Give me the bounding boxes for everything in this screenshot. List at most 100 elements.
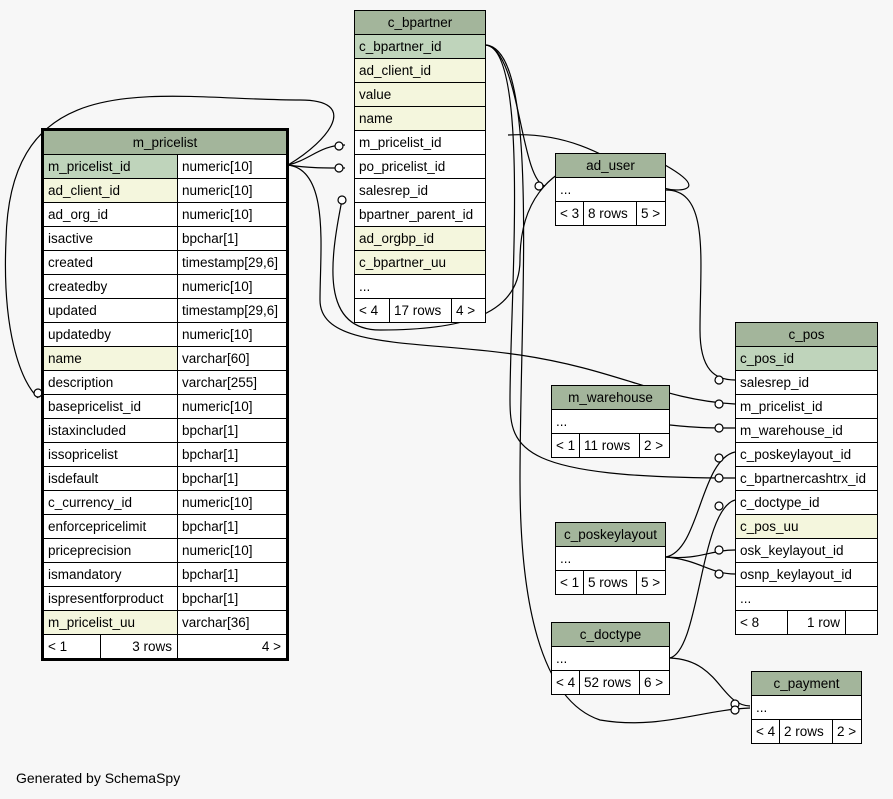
table-footer: < 1 3 rows 4 > xyxy=(44,635,286,658)
column-name: c_bpartner_id xyxy=(355,35,485,58)
table-row: name xyxy=(355,107,485,131)
table-title: c_bpartner xyxy=(355,11,485,35)
table-ad-user[interactable]: ad_user ... < 3 8 rows 5 > xyxy=(555,153,666,226)
table-row: ... xyxy=(752,696,861,720)
column-name: ... xyxy=(740,591,752,606)
footer-children[interactable]: 2 > xyxy=(837,724,857,739)
column-name: m_pricelist_uu xyxy=(44,611,178,634)
column-name: description xyxy=(44,371,178,394)
footer-children[interactable]: 6 > xyxy=(644,675,664,690)
column-name: ispresentforproduct xyxy=(44,587,178,610)
column-name: ... xyxy=(560,182,572,197)
footer-parents[interactable]: < 4 xyxy=(355,299,390,322)
column-name: basepricelist_id xyxy=(44,395,178,418)
table-row: c_poskeylayout_id xyxy=(736,443,877,467)
column-type: varchar[36] xyxy=(182,615,250,630)
table-title: c_payment xyxy=(752,672,861,696)
column-name: c_poskeylayout_id xyxy=(740,447,852,462)
column-name: c_pos_id xyxy=(736,347,877,370)
table-title: ad_user xyxy=(556,154,665,178)
footer-parents[interactable]: < 1 xyxy=(556,571,584,594)
table-row: c_bpartner_id xyxy=(355,35,485,59)
column-type: bpchar[1] xyxy=(182,471,239,486)
footer-parents[interactable]: < 1 xyxy=(552,434,580,457)
column-name: m_warehouse_id xyxy=(740,423,843,438)
table-row: ... xyxy=(556,178,665,202)
column-name: issopricelist xyxy=(44,443,178,466)
footer-children[interactable]: 5 > xyxy=(641,206,661,221)
column-name: c_doctype_id xyxy=(740,495,820,510)
column-type: timestamp[29,6] xyxy=(182,255,279,270)
table-title: m_pricelist xyxy=(44,131,286,155)
table-row: osnp_keylayout_id xyxy=(736,563,877,587)
table-c-poskeylayout[interactable]: c_poskeylayout ... < 1 5 rows 5 > xyxy=(555,522,666,595)
column-name: ... xyxy=(359,279,371,294)
table-c-doctype[interactable]: c_doctype ... < 4 52 rows 6 > xyxy=(551,622,670,695)
table-footer: < 3 8 rows 5 > xyxy=(556,202,665,225)
column-name: po_pricelist_id xyxy=(359,159,446,174)
table-row: po_pricelist_id xyxy=(355,155,485,179)
column-name: c_currency_id xyxy=(44,491,178,514)
table-row: c_currency_id numeric[10] xyxy=(44,491,286,515)
table-row: ... xyxy=(552,647,669,671)
footer-parents[interactable]: < 4 xyxy=(752,720,780,743)
table-row: bpartner_parent_id xyxy=(355,203,485,227)
footer-parents[interactable]: < 4 xyxy=(552,671,580,694)
column-type: numeric[10] xyxy=(182,495,253,510)
footer-children[interactable]: 5 > xyxy=(641,575,661,590)
table-row: m_warehouse_id xyxy=(736,419,877,443)
table-row: ismandatory bpchar[1] xyxy=(44,563,286,587)
footer-parents[interactable]: < 1 xyxy=(44,635,101,658)
column-type: bpchar[1] xyxy=(182,519,239,534)
table-title: c_doctype xyxy=(552,623,669,647)
column-type: numeric[10] xyxy=(182,207,253,222)
footer-row-count: 1 row xyxy=(788,611,846,634)
column-type: bpchar[1] xyxy=(182,567,239,582)
column-type: numeric[10] xyxy=(182,543,253,558)
column-type: numeric[10] xyxy=(182,159,253,174)
column-name: ad_client_id xyxy=(355,59,485,82)
column-name: ... xyxy=(556,414,568,429)
table-title: c_poskeylayout xyxy=(556,523,665,547)
footer-children[interactable]: 4 > xyxy=(456,303,476,318)
footer-row-count: 17 rows xyxy=(390,299,452,322)
table-c-payment[interactable]: c_payment ... < 4 2 rows 2 > xyxy=(751,671,862,744)
footer-children[interactable]: 2 > xyxy=(644,438,664,453)
column-name: m_pricelist_id xyxy=(740,399,823,414)
column-name: m_pricelist_id xyxy=(44,155,178,178)
footer-children[interactable] xyxy=(846,611,877,634)
column-type: bpchar[1] xyxy=(182,591,239,606)
table-footer: < 1 5 rows 5 > xyxy=(556,571,665,594)
footer-parents[interactable]: < 3 xyxy=(556,202,584,225)
column-name: ... xyxy=(560,551,572,566)
column-name: ... xyxy=(556,651,568,666)
column-name: value xyxy=(355,83,485,106)
footer-parents[interactable]: < 8 xyxy=(736,611,788,634)
table-row: m_pricelist_id numeric[10] xyxy=(44,155,286,179)
column-type: bpchar[1] xyxy=(182,231,239,246)
table-row: ... xyxy=(552,410,669,434)
column-type: timestamp[29,6] xyxy=(182,303,279,318)
table-footer: < 1 11 rows 2 > xyxy=(552,434,669,457)
footer-row-count: 5 rows xyxy=(584,571,637,594)
table-m-warehouse[interactable]: m_warehouse ... < 1 11 rows 2 > xyxy=(551,385,670,458)
footer-row-count: 3 rows xyxy=(101,635,178,658)
footer-children[interactable]: 4 > xyxy=(261,639,281,654)
table-row: m_pricelist_id xyxy=(736,395,877,419)
column-name: ismandatory xyxy=(44,563,178,586)
